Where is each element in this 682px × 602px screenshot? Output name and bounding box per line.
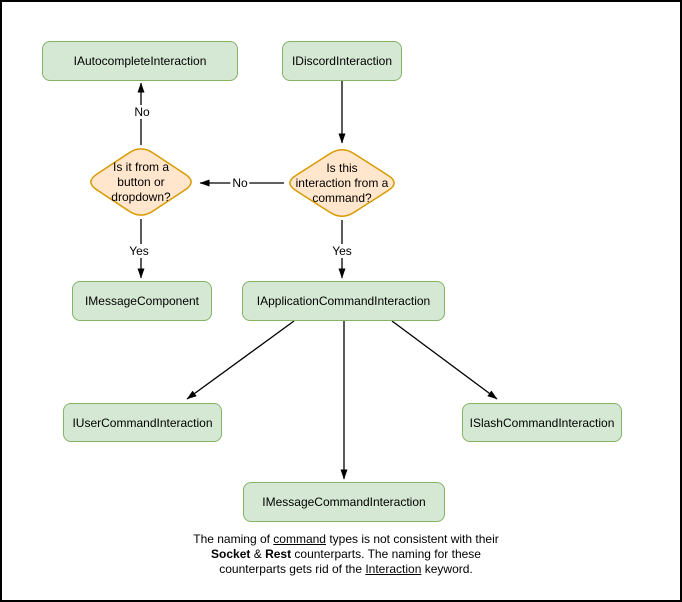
node-slash-command-interaction: ISlashCommandInteraction <box>462 403 622 442</box>
node-autocomplete-interaction: IAutocompleteInteraction <box>42 41 238 81</box>
note-text: The naming of command types is not consi… <box>143 532 549 577</box>
note-line-1: The naming of command types is not consi… <box>193 532 499 546</box>
node-message-command-interaction: IMessageCommandInteraction <box>243 482 445 522</box>
edge-appcmd-to-user-command <box>186 320 295 400</box>
node-user-command-interaction: IUserCommandInteraction <box>63 403 222 442</box>
edge-label-yes-application-command: Yes <box>330 244 354 258</box>
edge-label-no-autocomplete: No <box>132 105 152 119</box>
edge-label-no-button-dropdown: No <box>230 176 250 190</box>
node-message-component: IMessageComponent <box>72 281 212 321</box>
decision-from-command-label: Is this interaction from a command? <box>295 160 389 205</box>
note-line-3: counterparts gets rid of the Interaction… <box>219 562 473 576</box>
decision-button-dropdown-label: Is it from a button or dropdown? <box>111 159 171 204</box>
node-application-command-interaction: IApplicationCommandInteraction <box>242 281 445 321</box>
note-line-2: Socket & Rest counterparts. The naming f… <box>211 547 481 561</box>
decision-shape-button-dropdown <box>90 148 192 216</box>
edge-appcmd-to-slash-command <box>391 320 498 400</box>
decision-shape-from-command <box>289 149 395 217</box>
node-discord-interaction: IDiscordInteraction <box>282 41 402 81</box>
edge-label-yes-message-component: Yes <box>127 244 151 258</box>
